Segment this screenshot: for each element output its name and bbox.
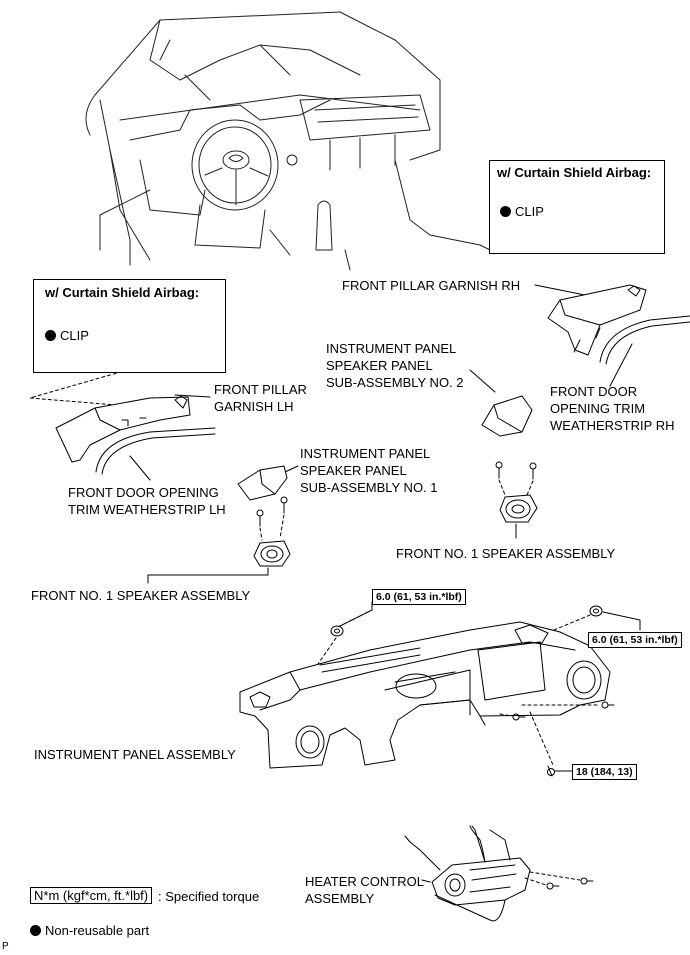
cabin-overview-illustration <box>85 11 491 271</box>
heater-control-assembly <box>404 825 594 922</box>
legend-torque-unit: N*m (kgf*cm, ft.*lbf) <box>30 887 153 904</box>
curtain-airbag-title-rh: w/ Curtain Shield Airbag: <box>497 165 652 180</box>
torque-spec-right-nut: 6.0 (61, 53 in.*lbf) <box>588 632 682 648</box>
curtain-airbag-box-rh: w/ Curtain Shield Airbag: CLIP <box>489 160 665 254</box>
label-instrument-panel-assembly: INSTRUMENT PANEL ASSEMBLY <box>34 747 236 762</box>
front-pillar-garnish-rh <box>534 284 647 356</box>
front-pillar-garnish-lh <box>55 394 211 463</box>
front-door-opening-trim-weatherstrip-lh <box>95 427 216 481</box>
nonreusable-dot-icon <box>30 925 41 936</box>
speaker-panel-no2 <box>469 369 533 437</box>
nonreusable-dot-icon <box>500 206 511 217</box>
front-speaker-rh <box>495 461 538 539</box>
label-front-speaker-rh: FRONT NO. 1 SPEAKER ASSEMBLY <box>396 546 616 561</box>
torque-spec-bolt: 18 (184, 13) <box>572 764 637 780</box>
clip-label-lh: CLIP <box>45 328 89 343</box>
clip-label-rh: CLIP <box>500 204 544 219</box>
front-door-opening-trim-weatherstrip-rh <box>599 315 690 387</box>
label-front-speaker-lh: FRONT NO. 1 SPEAKER ASSEMBLY <box>31 588 251 603</box>
panel-screws <box>499 701 615 777</box>
legend-nonreusable: Non-reusable part <box>30 922 149 939</box>
corner-mark: P <box>2 941 9 952</box>
speaker-panel-no1 <box>237 465 299 501</box>
instrument-panel-assembly <box>239 621 611 769</box>
nonreusable-dot-icon <box>45 330 56 341</box>
curtain-airbag-title-lh: w/ Curtain Shield Airbag: <box>45 285 200 300</box>
label-front-pillar-garnish-rh: FRONT PILLAR GARNISH RH <box>342 278 521 293</box>
front-speaker-lh <box>147 496 291 584</box>
torque-spec-left-nut: 6.0 (61, 53 in.*lbf) <box>372 589 466 605</box>
curtain-airbag-box-lh: w/ Curtain Shield Airbag: CLIP <box>33 279 226 373</box>
legend-torque-desc: : Specified torque <box>158 889 260 904</box>
